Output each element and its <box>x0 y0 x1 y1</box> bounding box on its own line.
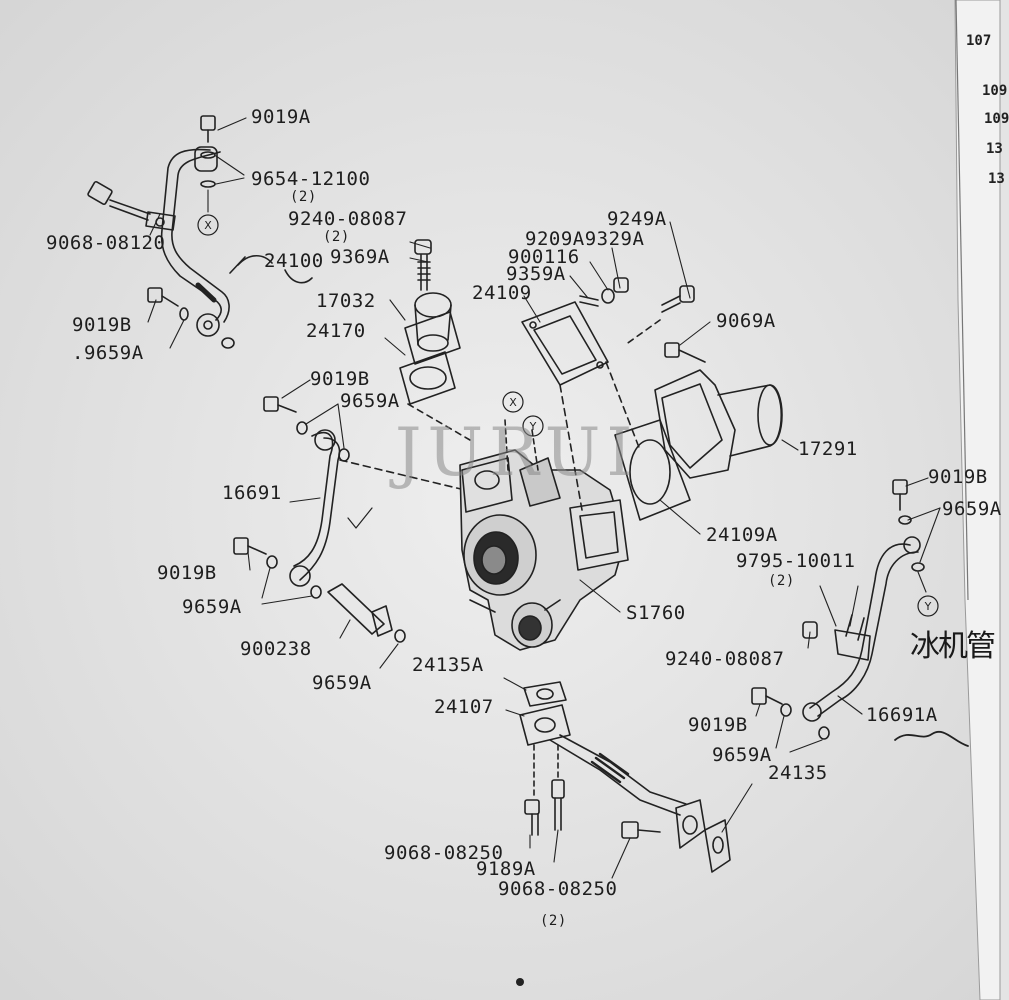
nut-9240-08087-right <box>802 621 818 639</box>
washer-icon <box>200 151 216 159</box>
label-24109a: 24109A <box>706 524 778 546</box>
elbow-17291 <box>654 369 783 479</box>
hand-scribble <box>894 731 969 747</box>
stud-9249a <box>661 295 681 313</box>
edge-number: 13 <box>986 141 1003 157</box>
label-900238: 900238 <box>240 638 312 660</box>
gasket-24135a <box>523 681 567 707</box>
leader-lines <box>147 117 941 879</box>
callout-x-top: X <box>204 219 212 232</box>
label-9659a-2: 9659A <box>340 390 400 412</box>
connector-900238 <box>327 583 393 637</box>
callout-x-mid-circle <box>502 391 524 413</box>
label-9659a-4: 9659A <box>312 672 372 694</box>
bolt-9069a <box>664 342 706 363</box>
edge-number: 109 <box>984 111 1009 127</box>
label-9019b-5: 9019B <box>688 714 748 736</box>
next-page-edge <box>954 0 1001 1000</box>
edge-number: 13 <box>988 171 1005 187</box>
banjo-bolt-9019a <box>200 115 216 143</box>
label-17291: 17291 <box>798 438 858 460</box>
label-9019a: 9019A <box>251 106 311 128</box>
stud-9359a <box>579 295 599 307</box>
stud-9189a <box>551 779 565 831</box>
washer-icon <box>200 180 216 188</box>
bolt-9068-08120 <box>87 181 151 221</box>
turbocharger-s1760 <box>459 449 629 651</box>
label-9795-10011: 9795-10011 <box>736 550 856 572</box>
label-9019b-4: 9019B <box>928 466 988 488</box>
page-dot <box>516 978 524 986</box>
label-9189a: 9189A <box>476 858 536 880</box>
label-24107: 24107 <box>434 696 494 718</box>
label-9068-08250-b-qty: (2) <box>540 913 567 929</box>
nut-9240-08087 <box>414 239 432 255</box>
label-24170: 24170 <box>306 320 366 342</box>
callout-x-mid: X <box>509 396 517 409</box>
label-24100: 24100 <box>264 250 324 272</box>
callout-y-right-circle <box>917 595 939 617</box>
label-9654-12100-qty: (2) <box>290 189 317 205</box>
label-9659a-5: 9659A <box>942 498 1002 520</box>
label-9069a: 9069A <box>716 310 776 332</box>
label-s1760: S1760 <box>626 602 686 624</box>
label-9359a: 9359A <box>506 263 566 285</box>
label-9369a: 9369A <box>330 246 390 268</box>
callout-y-mid: Y <box>529 420 537 433</box>
label-9068-08120: 9068-08120 <box>46 232 166 254</box>
label-9659a-1: .9659A <box>72 342 144 364</box>
watermark: JURUI <box>395 414 639 491</box>
oil-return-pipe-16691 <box>289 429 341 587</box>
callout-y-right: Y <box>924 600 932 613</box>
label-24135a: 24135A <box>412 654 484 676</box>
label-24135: 24135 <box>768 762 828 784</box>
banjo-bolt-9019b-right-low <box>751 687 783 705</box>
edge-number: 107 <box>966 33 992 49</box>
label-900116: 900116 <box>508 246 580 268</box>
label-16691: 16691 <box>222 482 282 504</box>
label-9019b-1: 9019B <box>72 314 132 336</box>
callout-x-top-circle <box>197 214 219 236</box>
gasket-24109a <box>614 419 691 521</box>
label-9240-08087-top-qty: (2) <box>323 229 350 245</box>
banjo-bolt-9019b-low <box>233 537 267 555</box>
coolant-pipe-16691a <box>802 536 921 722</box>
label-16691a: 16691A <box>866 704 938 726</box>
label-9659a-3: 9659A <box>182 596 242 618</box>
label-9654-12100: 9654-12100 <box>251 168 371 190</box>
oil-pipe-24100 <box>145 146 230 337</box>
gasket-24109 <box>521 301 609 386</box>
flange-17032 <box>404 292 461 365</box>
label-9209a-9329a: 9209A9329A <box>525 228 645 250</box>
banjo-bolt-9019b-right-top <box>892 479 908 511</box>
label-9795-10011-qty: (2) <box>768 573 795 589</box>
label-9240-08087-top: 9240-08087 <box>288 208 408 230</box>
callout-y-mid-circle <box>522 415 544 437</box>
label-9068-08250-a: 9068-08250 <box>384 842 504 864</box>
label-9659a-6: 9659A <box>712 744 772 766</box>
bolt-9068-08250-a <box>524 799 540 836</box>
label-9019b-2: 9019B <box>310 368 370 390</box>
banjo-bolt-9019b-mid <box>263 396 297 413</box>
label-17032: 17032 <box>316 290 376 312</box>
label-9019b-3: 9019B <box>157 562 217 584</box>
label-24109: 24109 <box>472 282 532 304</box>
label-9240-08087-right: 9240-08087 <box>665 648 785 670</box>
label-9249a: 9249A <box>607 208 667 230</box>
handwritten-note: 冰机管 <box>910 629 996 664</box>
label-9068-08250-b: 9068-08250 <box>498 878 618 900</box>
gasket-24135 <box>704 819 731 873</box>
nut-9209a <box>613 277 629 293</box>
gasket-24170 <box>399 351 456 405</box>
pipe-24107 <box>519 704 706 849</box>
edge-number: 109 <box>982 83 1008 99</box>
